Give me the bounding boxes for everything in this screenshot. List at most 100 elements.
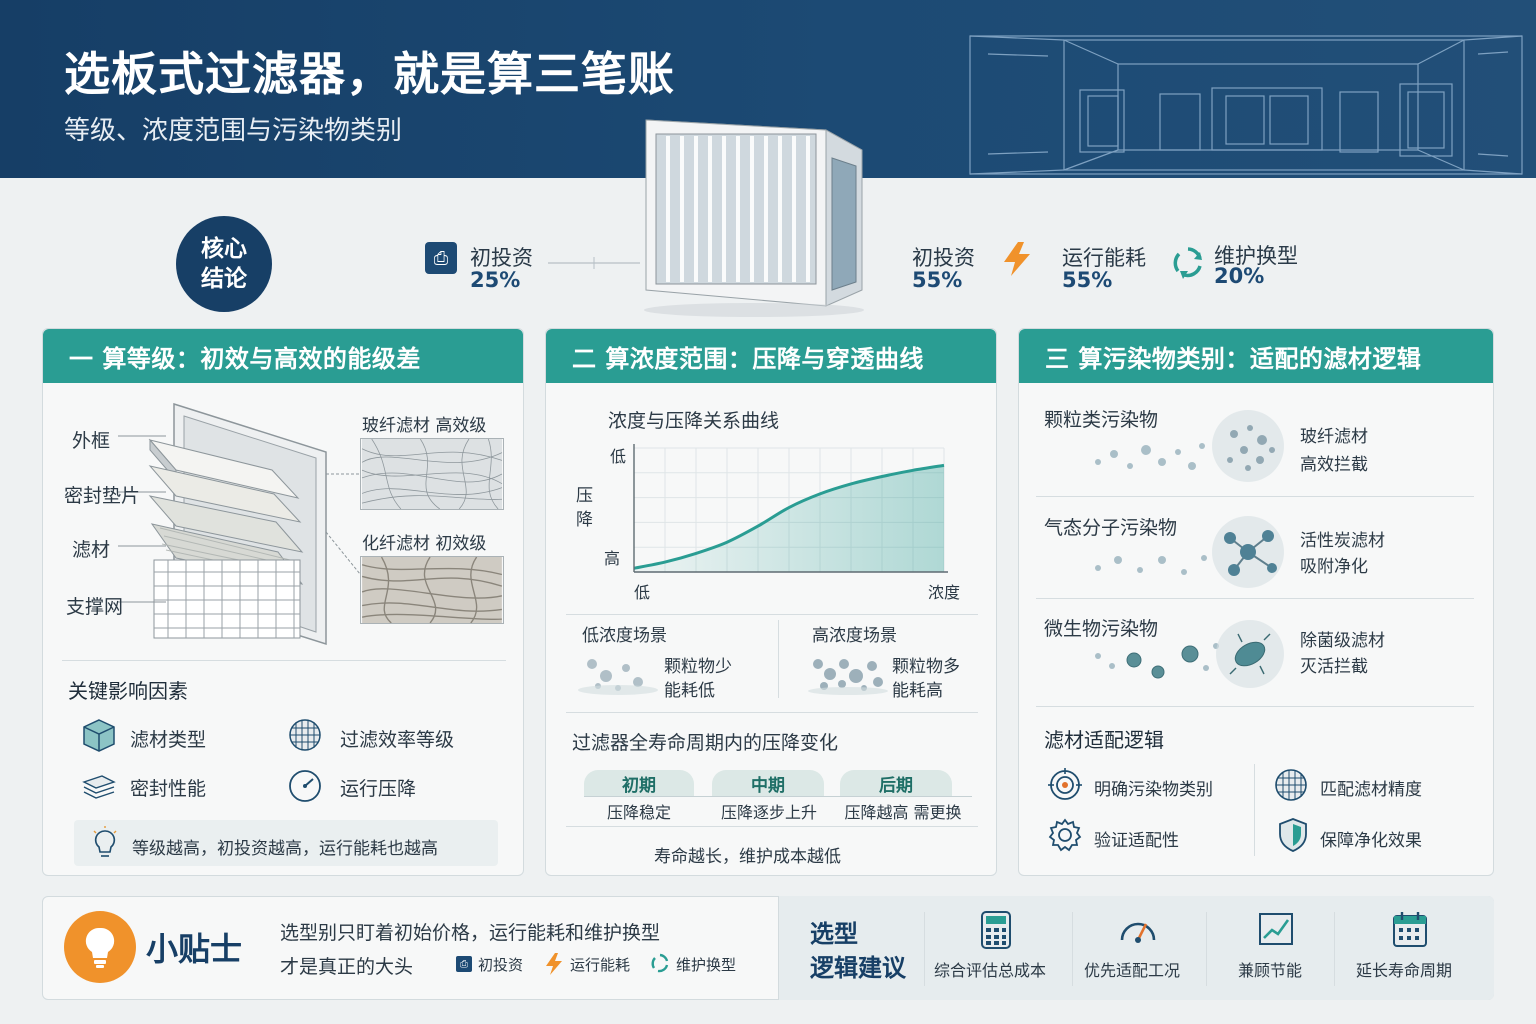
high-scene-title: 高浓度场景: [812, 626, 897, 646]
gauge-icon: [289, 770, 321, 802]
trend-chart-icon: [1259, 913, 1293, 945]
advice-divider-2: [1206, 912, 1207, 986]
chart-x-tick-right: 浓度: [928, 583, 960, 602]
panel3-divider-2: [1036, 598, 1474, 599]
high-scene-line1: 颗粒物多: [892, 657, 960, 677]
fiber-glass-label: 玻纤滤材 高效级: [362, 416, 487, 436]
glass-fiber-media-image: [360, 438, 504, 510]
tip-legend-investment: 初投资: [478, 956, 524, 974]
chart-y-tick-bottom: 高: [604, 549, 620, 568]
factor-sealing: 密封性能: [130, 778, 207, 800]
stat-label-maintenance: 维护换型: [1214, 244, 1298, 268]
chart-x-tick-left: 低: [634, 583, 650, 602]
shield-icon: [1279, 818, 1307, 852]
phase-late-desc: 压降越高 需更换: [844, 803, 962, 822]
phase-mid-desc: 压降逐步上升: [720, 803, 817, 822]
factors-title: 关键影响因素: [68, 679, 188, 703]
pollutant-particle-name: 颗粒类污染物: [1044, 409, 1159, 431]
panel1-divider: [62, 660, 506, 661]
tip-legend-maintenance: 维护换型: [676, 956, 737, 974]
panel3-divider-1: [1036, 496, 1474, 497]
lightning-icon: [546, 953, 562, 975]
pollutant-gas-line1: 活性炭滤材: [1300, 531, 1385, 551]
advice-total-cost: 综合评估总成本: [934, 961, 1047, 980]
pollutant-gas-name: 气态分子污染物: [1044, 517, 1178, 539]
advice-energy-saving: 兼顾节能: [1238, 961, 1303, 980]
logic-divider: [1254, 764, 1255, 856]
advice-extend-lifecycle: 延长寿命周期: [1356, 961, 1453, 980]
document-icon: ⎙: [425, 242, 457, 274]
low-scene-line2: 能耗低: [664, 681, 715, 701]
pollutant-particle-line1: 玻纤滤材: [1300, 427, 1368, 447]
page-title: 选板式过滤器，就是算三笔账: [64, 47, 675, 101]
connector-line: [548, 257, 640, 269]
scene-divider: [778, 620, 779, 698]
advice-title-line2: 逻辑建议: [810, 954, 906, 982]
advice-title-line1: 选型: [810, 920, 858, 948]
part-leader-lines: [118, 435, 166, 603]
core-conclusion-badge: 核心 结论: [176, 216, 272, 312]
panel-pollutant-heading: 三 算污染物类别：适配的滤材逻辑: [1019, 329, 1493, 383]
particle-pollutant-illustration: [1095, 410, 1284, 482]
hero-panel-filter-image: [644, 119, 864, 317]
phase-early-desc: 压降稳定: [606, 803, 671, 822]
advice-box: [778, 896, 1494, 1000]
panel-concentration-heading: 二 算浓度范围：压降与穿透曲线: [546, 329, 996, 383]
part-label-gasket: 密封垫片: [64, 485, 141, 507]
stat-label-energy: 运行能耗: [1062, 246, 1146, 270]
part-label-frame: 外框: [72, 430, 111, 452]
chart-title: 浓度与压降关系曲线: [608, 410, 780, 432]
advice-divider-1: [1072, 912, 1073, 986]
panel2-divider-1: [566, 614, 978, 615]
advice-adapt-conditions: 优先适配工况: [1084, 961, 1181, 980]
logic-ensure-effect: 保障净化效果: [1320, 831, 1422, 851]
stat-value-investment: 25%: [470, 268, 521, 292]
stat-value-investment-2: 55%: [912, 268, 963, 292]
pollutant-microbe-line2: 灭活拦截: [1300, 657, 1368, 677]
lightning-icon: [1004, 242, 1030, 276]
panel1-note-box: [74, 820, 498, 866]
mesh-precision-icon: [1275, 769, 1307, 801]
recycle-icon: [1173, 247, 1202, 279]
chart-area-fill: [634, 465, 944, 572]
lightbulb-icon: [93, 826, 117, 857]
gas-molecule-illustration: [1095, 516, 1284, 588]
chart-series-line: [633, 463, 945, 570]
logic-title: 滤材适配逻辑: [1044, 728, 1164, 752]
factor-efficiency-grade: 过滤效率等级: [340, 729, 455, 751]
stat-label-investment: 初投资: [470, 246, 533, 270]
part-label-media: 滤材: [72, 539, 111, 561]
chart-y-tick-top: 低: [610, 447, 626, 466]
panel2-divider-3: [566, 826, 978, 827]
calendar-icon: [1393, 912, 1427, 947]
layers-icon: [82, 775, 116, 799]
cube-icon: [83, 719, 115, 752]
speedometer-icon: [1120, 922, 1156, 943]
pollutant-particle-line2: 高效拦截: [1300, 455, 1368, 475]
panel2-footer: 寿命越长，维护成本越低: [654, 847, 841, 867]
phase-early-tab: 初期: [584, 770, 694, 796]
advice-divider-0: [924, 912, 925, 986]
tip-line1: 选型别只盯着初始价格，运行能耗和维护换型: [280, 922, 661, 944]
chemical-fiber-media-image: [360, 556, 504, 624]
tip-line2: 才是真正的大头: [280, 956, 414, 978]
high-scene-line2: 能耗高: [892, 681, 943, 701]
pollutant-gas-line2: 吸附净化: [1300, 557, 1368, 577]
high-particles-illustration: [808, 659, 888, 695]
page-subtitle: 等级、浓度范围与污染物类别: [64, 116, 403, 146]
tip-lightbulb-badge: [64, 911, 136, 983]
phase-mid-tab: 中期: [712, 770, 824, 796]
concentration-pressure-chart: 低 高 低 浓度: [604, 444, 960, 602]
part-label-support-mesh: 支撑网: [66, 596, 124, 618]
phase-divider: [584, 796, 972, 797]
lifecycle-title: 过滤器全寿命周期内的压降变化: [572, 732, 839, 754]
filter-exploded-diagram: [148, 402, 327, 646]
panel3-divider-3: [1036, 706, 1474, 707]
tip-title: 小贴士: [146, 930, 243, 968]
stat-label-investment-2: 初投资: [912, 246, 975, 270]
chart-y-axis-label: 压降: [576, 486, 593, 530]
recycle-icon: [651, 953, 669, 973]
fiber-leader-lines: [326, 473, 361, 575]
lightbulb-icon: [85, 927, 115, 968]
pollutant-microbe-name: 微生物污染物: [1044, 618, 1159, 640]
